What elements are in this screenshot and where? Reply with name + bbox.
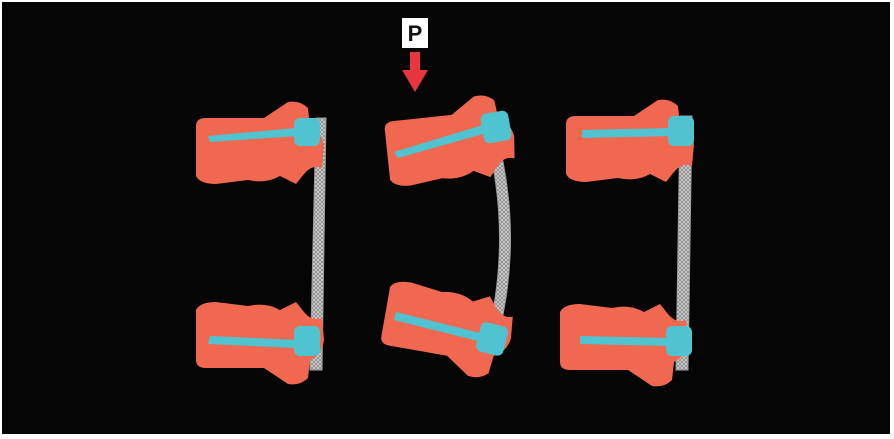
load-arrow: [402, 52, 428, 92]
construct-middle: [377, 92, 518, 382]
load-indicator: P: [402, 18, 428, 92]
construct-right: [560, 100, 694, 387]
construct-left: [196, 102, 326, 385]
load-label: P: [408, 21, 423, 46]
